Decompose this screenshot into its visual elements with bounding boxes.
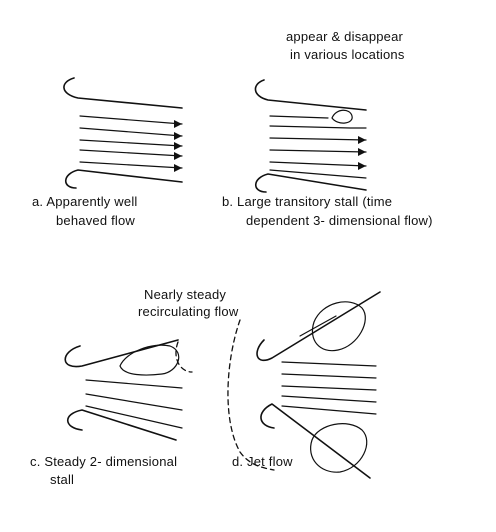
sketch-d-jet-streamline [282, 362, 376, 366]
caption-a-line2: behaved flow [56, 212, 135, 230]
caption-b-line1: b. Large transitory stall (time [222, 193, 392, 211]
sketch-d-upper-recirculation [312, 302, 365, 351]
sketch-a-well-behaved-flow [64, 78, 182, 188]
sketch-c-steady-stall [65, 340, 192, 440]
annotation-various-locations: in various locations [290, 46, 405, 64]
sketch-a-streamline [80, 150, 182, 156]
sketch-a-arrowhead [174, 164, 182, 172]
sketch-c-recirculation-bubble [120, 345, 179, 375]
caption-d-line1: d. Jet flow [232, 453, 293, 471]
sketch-b-streamline [270, 162, 366, 166]
sketch-d-wall-streamline [300, 316, 336, 336]
caption-c-line2: stall [50, 471, 74, 489]
sketch-b-arrowhead [358, 136, 366, 144]
annotation-recirculating-flow: recirculating flow [138, 303, 238, 321]
sketch-b-stall-eddy [332, 110, 352, 123]
sketch-d-jet-streamline [282, 396, 376, 402]
sketch-a-lower-wall [66, 170, 182, 188]
sketch-d-dashed-boundary [228, 320, 274, 470]
caption-a-line1: a. Apparently well [32, 193, 138, 211]
sketch-d-lower-recirculation [311, 424, 367, 473]
sketch-b-arrowhead [358, 148, 366, 156]
sketch-b-streamline [270, 150, 366, 152]
caption-b-line2: dependent 3- dimensional flow) [246, 212, 433, 230]
sketch-b-streamline [270, 138, 366, 140]
sketch-b-upper-wall [255, 80, 366, 110]
sketch-d-jet-streamline [282, 406, 376, 414]
sketch-a-streamline [80, 140, 182, 146]
sketch-c-streamline [86, 394, 182, 410]
sketch-c-streamline [86, 406, 182, 428]
sketch-a-arrowhead [174, 142, 182, 150]
sketch-a-streamline [80, 162, 182, 168]
caption-c-line1: c. Steady 2- dimensional [30, 453, 177, 471]
annotation-nearly-steady: Nearly steady [144, 286, 226, 304]
sketch-a-streamline [80, 128, 182, 136]
sketch-d-jet-streamline [282, 374, 376, 378]
sketch-a-streamline [80, 116, 182, 124]
sketch-d-jet-streamline [282, 386, 376, 390]
sketch-c-streamline [86, 380, 182, 388]
sketch-b-transitory-stall [255, 80, 366, 192]
sketch-d-jet-flow [228, 292, 380, 478]
sketch-b-streamline [270, 116, 328, 118]
sketch-a-arrowhead [174, 152, 182, 160]
sketch-a-arrowhead [174, 132, 182, 140]
sketch-b-streamline [270, 126, 366, 128]
annotation-appear-disappear: appear & disappear [286, 28, 403, 46]
sketch-a-upper-wall [64, 78, 182, 108]
sketch-a-arrowhead [174, 120, 182, 128]
sketch-b-arrowhead [358, 162, 366, 170]
